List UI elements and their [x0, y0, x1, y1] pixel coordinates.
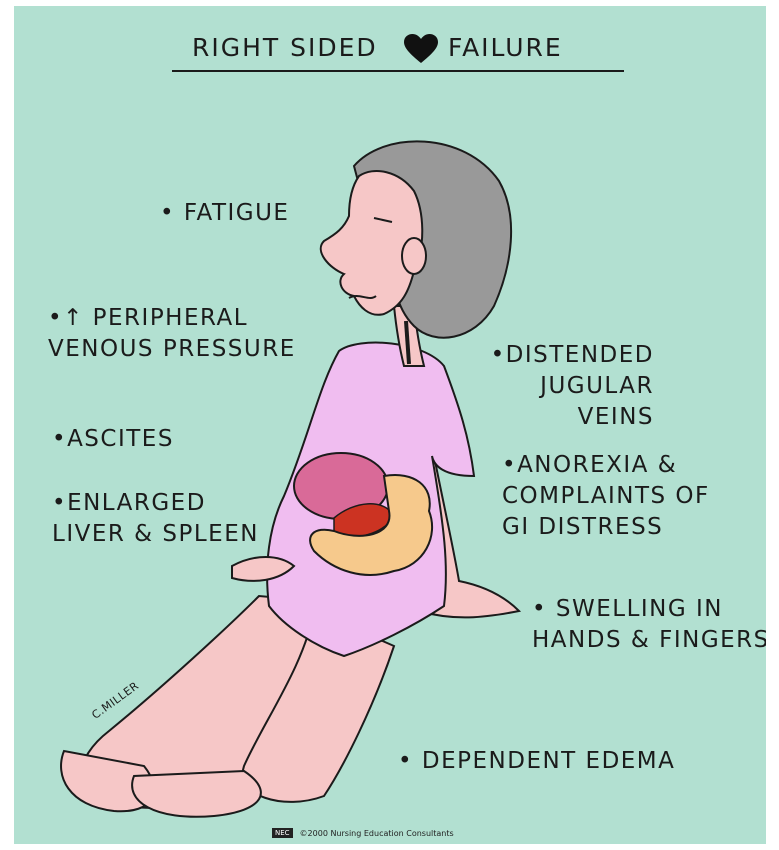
symptom-distended-jugular-veins: •DISTENDED JUGULAR VEINS: [484, 340, 654, 433]
nec-logo: NEC: [272, 828, 293, 838]
title-left: RIGHT SIDED: [192, 32, 378, 63]
title: RIGHT SIDED FAILURE: [172, 22, 624, 72]
symptom-fatigue: • FATIGUE: [160, 198, 289, 229]
ear: [402, 238, 426, 274]
right-foot: [132, 771, 261, 817]
symptom-anorexia: •ANOREXIA & COMPLAINTS OF GI DISTRESS: [502, 450, 752, 543]
symptom-peripheral-venous-pressure: •↑ PERIPHERAL VENOUS PRESSURE: [48, 303, 296, 365]
symptom-dependent-edema: • DEPENDENT EDEMA: [398, 746, 675, 777]
footer: NEC ©2000 Nursing Education Consultants: [272, 824, 454, 838]
symptom-ascites: •ASCITES: [52, 424, 174, 455]
heart-icon: [404, 34, 438, 64]
title-right: FAILURE: [448, 32, 563, 63]
symptom-enlarged-liver-spleen: •ENLARGED LIVER & SPLEEN: [52, 488, 259, 550]
copyright-text: ©2000 Nursing Education Consultants: [300, 829, 454, 838]
symptom-swelling: • SWELLING IN HANDS & FINGERS: [532, 594, 766, 656]
poster: RIGHT SIDED FAILURE • FATIGUE •↑ PERIPHE…: [14, 6, 766, 844]
title-underline: [172, 70, 624, 72]
